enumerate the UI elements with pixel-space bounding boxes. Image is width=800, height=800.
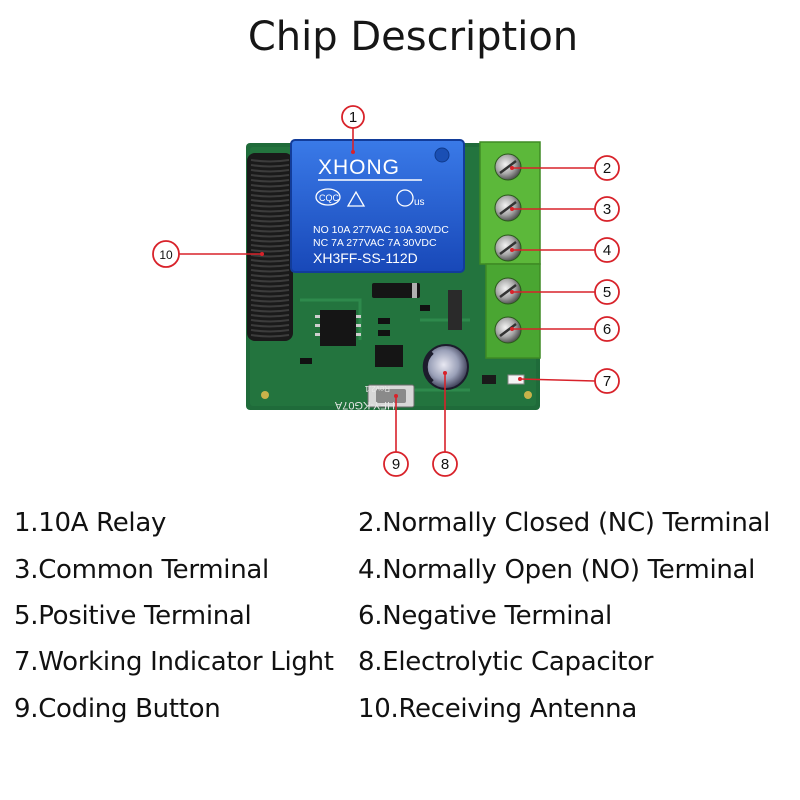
callout-number-5: 5 bbox=[603, 284, 611, 301]
legend-item-3: 3.Common Terminal bbox=[14, 555, 269, 585]
coding-button bbox=[367, 384, 415, 408]
callout-circle-1 bbox=[341, 105, 365, 129]
callout-number-7: 7 bbox=[603, 373, 611, 390]
transistor bbox=[375, 345, 403, 367]
relay-model: XH3FF-SS-112D bbox=[313, 250, 418, 266]
legend-item-10: 10.Receiving Antenna bbox=[358, 694, 637, 724]
callout-number-9: 9 bbox=[392, 456, 400, 473]
ic-chip bbox=[315, 310, 361, 346]
relay: XHONG CQC us NO 10A 277VAC 10A 30VDC NC … bbox=[290, 139, 465, 273]
terminal-screw-1 bbox=[494, 153, 522, 181]
legend-item-6: 6.Negative Terminal bbox=[358, 601, 612, 631]
callout-9: 9 bbox=[383, 394, 409, 477]
callout-4: 4 bbox=[510, 237, 620, 263]
legend-item-1: 1.10A Relay bbox=[14, 508, 167, 538]
callout-circle-2 bbox=[594, 155, 620, 181]
terminal-screw-5 bbox=[494, 316, 522, 344]
callout-10: 10 bbox=[152, 240, 264, 268]
smd-resistors bbox=[300, 290, 462, 364]
callout-6: 6 bbox=[510, 316, 620, 342]
antenna-coil bbox=[247, 153, 293, 341]
diode bbox=[372, 283, 420, 298]
callout-circle-9 bbox=[383, 451, 409, 477]
terminal-screw-4 bbox=[494, 277, 522, 305]
pcb-version: Rev2.1 bbox=[364, 384, 390, 393]
callout-number-2: 2 bbox=[603, 160, 611, 177]
callout-circle-3 bbox=[594, 196, 620, 222]
callout-7: 7 bbox=[518, 368, 620, 394]
legend-item-9: 9.Coding Button bbox=[14, 694, 221, 724]
callout-circle-10 bbox=[152, 240, 180, 268]
callout-2: 2 bbox=[510, 155, 620, 181]
callout-number-3: 3 bbox=[603, 201, 611, 218]
callout-number-8: 8 bbox=[441, 456, 449, 473]
relay-brand: XHONG bbox=[318, 156, 400, 179]
legend-item-8: 8.Electrolytic Capacitor bbox=[358, 647, 654, 677]
relay-rating-2: NC 7A 277VAC 7A 30VDC bbox=[313, 237, 437, 249]
callout-line-7 bbox=[519, 378, 596, 382]
callout-1: 1 bbox=[341, 105, 365, 154]
terminal-screw-2 bbox=[494, 194, 522, 222]
callout-number-1: 1 bbox=[349, 109, 357, 126]
legend-item-5: 5.Positive Terminal bbox=[14, 601, 252, 631]
callout-3: 3 bbox=[510, 196, 620, 222]
callout-number-10: 10 bbox=[159, 248, 173, 262]
relay-cert-cqc: CQC bbox=[319, 193, 340, 203]
terminal-screw-3 bbox=[494, 234, 522, 262]
callout-circle-8 bbox=[432, 451, 458, 477]
capacitor bbox=[422, 344, 469, 390]
callout-layer: 1 2 3 4 5 6 7 8 9 10 bbox=[152, 105, 620, 477]
terminal-block bbox=[479, 141, 541, 359]
callout-circle-5 bbox=[594, 279, 620, 305]
legend-item-2: 2.Normally Closed (NC) Terminal bbox=[358, 508, 771, 538]
pcb-model: HFY-KG07A bbox=[334, 399, 395, 411]
callout-circle-6 bbox=[594, 316, 620, 342]
legend-item-7: 7.Working Indicator Light bbox=[14, 647, 334, 677]
callout-circle-7 bbox=[594, 368, 620, 394]
callout-8: 8 bbox=[432, 371, 458, 477]
relay-rating-1: NO 10A 277VAC 10A 30VDC bbox=[313, 224, 449, 236]
callout-number-6: 6 bbox=[603, 321, 611, 338]
relay-cert-ul: us bbox=[414, 197, 425, 208]
callout-5: 5 bbox=[510, 279, 620, 305]
page-title: Chip Description bbox=[247, 14, 579, 60]
legend-item-4: 4.Normally Open (NO) Terminal bbox=[358, 555, 756, 585]
callout-circle-4 bbox=[594, 237, 620, 263]
callout-number-4: 4 bbox=[603, 242, 611, 259]
